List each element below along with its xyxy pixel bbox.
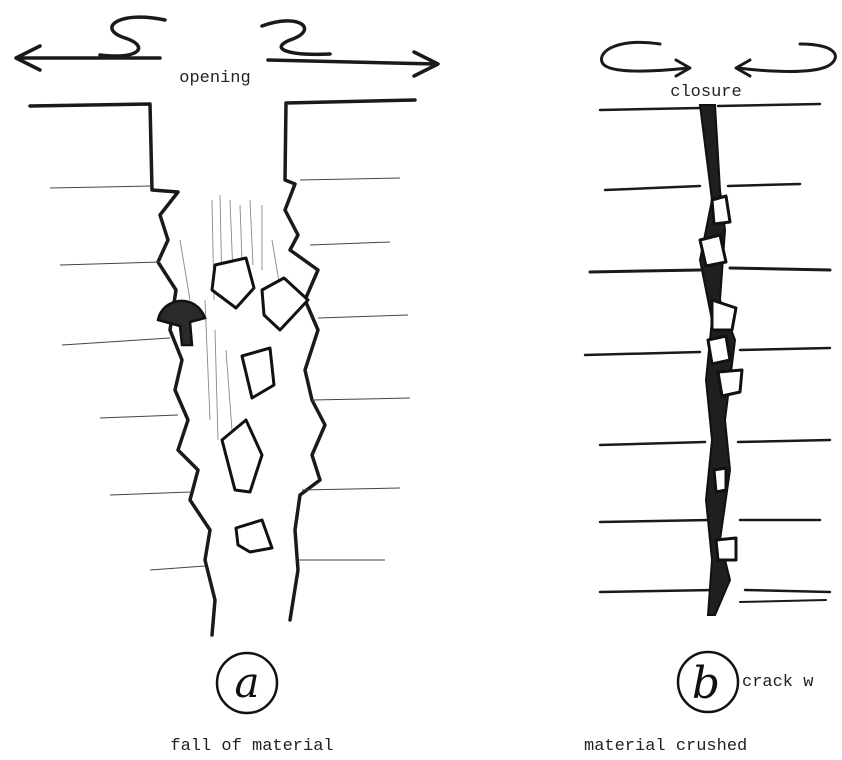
panel-a-letter: a <box>234 658 259 707</box>
arrow-right-icon <box>262 21 438 76</box>
panel-b-caption: material crushed <box>584 737 747 756</box>
opening-label: opening <box>179 69 250 88</box>
strata-lines-right <box>298 178 410 560</box>
crack-side-label: crack w <box>742 673 814 692</box>
circle-letter-icon: a <box>217 653 277 713</box>
arrow-left-icon <box>16 17 165 70</box>
fracture-left-wall <box>30 104 215 635</box>
crack-pointer-line <box>740 600 826 602</box>
panel-b: closure <box>584 42 835 756</box>
crushed-crack <box>700 105 742 615</box>
panel-b-letter: b <box>692 658 720 709</box>
closure-label: closure <box>670 83 741 102</box>
strata-lines-left <box>50 186 205 570</box>
circle-letter-icon: b <box>678 652 738 712</box>
panel-a: opening <box>16 17 438 756</box>
rotation-arrow-icon <box>602 42 836 76</box>
panel-a-caption: fall of material <box>170 737 333 756</box>
